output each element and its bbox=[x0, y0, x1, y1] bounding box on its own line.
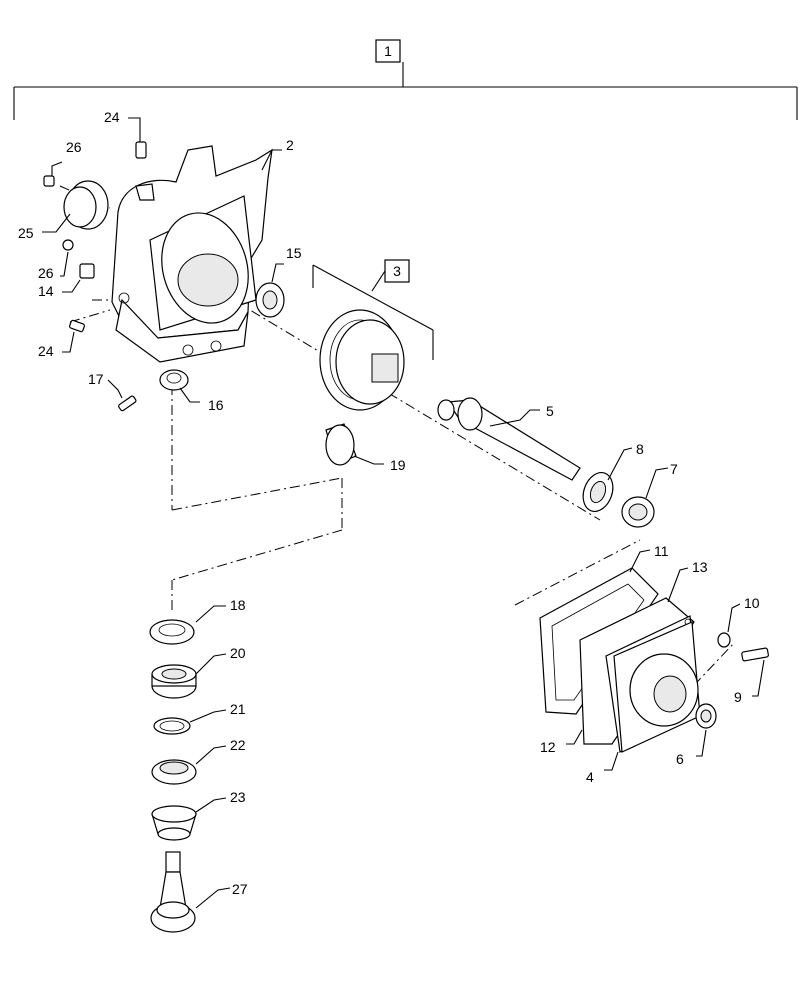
small-screw-lower[interactable] bbox=[62, 239, 74, 251]
bearing-cup-22[interactable] bbox=[151, 759, 197, 785]
callout-12: 12 bbox=[540, 739, 556, 755]
callout-9: 9 bbox=[734, 689, 742, 705]
bearing-20[interactable] bbox=[151, 664, 197, 699]
callout-17: 17 bbox=[88, 371, 104, 387]
center-lines bbox=[59, 185, 736, 701]
small-screw-upper[interactable] bbox=[43, 175, 55, 187]
bearing-cone-23[interactable] bbox=[151, 805, 197, 841]
bearing-8[interactable] bbox=[578, 468, 618, 515]
callout-7: 7 bbox=[670, 461, 678, 477]
pinion-gear-19[interactable] bbox=[325, 423, 357, 466]
breather-fitting[interactable] bbox=[79, 263, 95, 279]
callout-10: 10 bbox=[744, 595, 760, 611]
callout-2: 2 bbox=[286, 137, 294, 153]
callout-11: 11 bbox=[654, 543, 669, 559]
callout-15: 15 bbox=[286, 245, 302, 261]
callout-23: 23 bbox=[230, 789, 246, 805]
inspection-cover[interactable] bbox=[63, 180, 109, 230]
callout-8: 8 bbox=[636, 441, 644, 457]
callout-26-bottom: 26 bbox=[38, 265, 54, 281]
end-cover-4[interactable] bbox=[613, 621, 701, 753]
callout-4: 4 bbox=[586, 769, 594, 785]
seal-6[interactable] bbox=[695, 703, 717, 729]
pin-17[interactable] bbox=[118, 395, 137, 412]
assembly-label-box[interactable] bbox=[375, 39, 401, 63]
callout-22: 22 bbox=[230, 737, 246, 753]
callout-16: 16 bbox=[208, 397, 224, 413]
seal-18[interactable] bbox=[149, 619, 195, 645]
callout-14: 14 bbox=[38, 283, 54, 299]
callout-20: 20 bbox=[230, 645, 246, 661]
callout-13: 13 bbox=[692, 559, 708, 575]
callout-26-top: 26 bbox=[66, 139, 82, 155]
callout-18: 18 bbox=[230, 597, 246, 613]
callout-25: 25 bbox=[18, 225, 34, 241]
callout-21: 21 bbox=[230, 701, 246, 717]
bearing-15[interactable] bbox=[255, 282, 285, 318]
set-screw-top[interactable] bbox=[135, 141, 147, 159]
assembly-bracket: 1 bbox=[13, 39, 798, 120]
set-screw-bottom[interactable] bbox=[69, 319, 85, 333]
gearbox-housing[interactable] bbox=[111, 145, 273, 363]
subassembly-bracket: 3 bbox=[312, 259, 434, 360]
callout-5: 5 bbox=[546, 403, 554, 419]
castle-nut-16[interactable] bbox=[159, 369, 189, 391]
leader-lines bbox=[42, 117, 765, 909]
callout-19: 19 bbox=[390, 457, 406, 473]
callout-24-top: 24 bbox=[104, 109, 120, 125]
callout-24-bottom: 24 bbox=[38, 343, 54, 359]
snap-ring-21[interactable] bbox=[153, 717, 191, 735]
callout-labels: 2 4 5 6 7 8 9 10 11 12 13 14 15 16 17 18… bbox=[18, 109, 760, 897]
input-shaft[interactable] bbox=[437, 397, 581, 481]
subassembly-label: 3 bbox=[393, 263, 401, 279]
seal-7[interactable] bbox=[621, 496, 655, 528]
callout-6: 6 bbox=[676, 751, 684, 767]
bolt-9[interactable] bbox=[741, 647, 769, 662]
washer-10[interactable] bbox=[717, 632, 731, 648]
assembly-label: 1 bbox=[384, 43, 392, 59]
bevel-gear[interactable] bbox=[319, 309, 405, 411]
callout-27: 27 bbox=[232, 881, 248, 897]
pinion-shaft-27[interactable] bbox=[150, 851, 196, 933]
